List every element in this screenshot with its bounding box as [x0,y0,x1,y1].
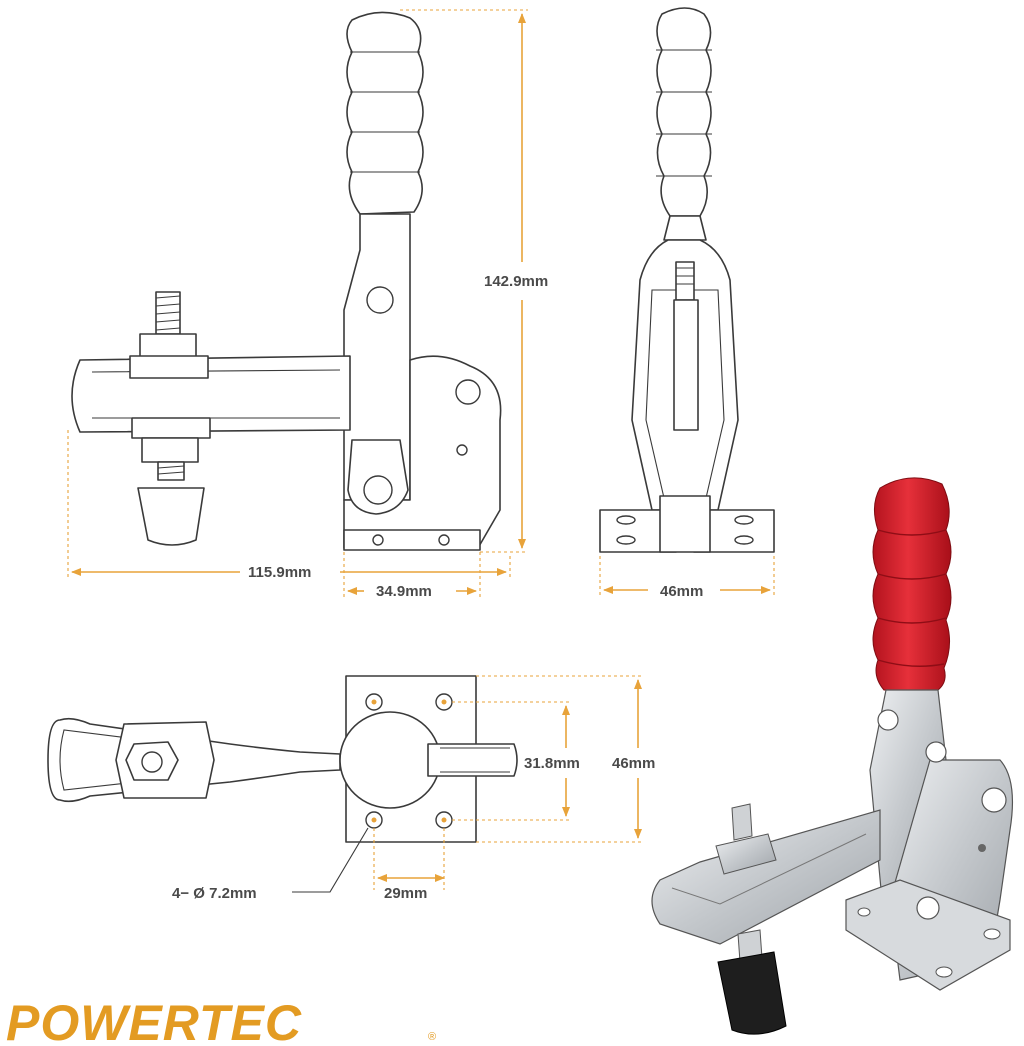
side-view-drawing [67,9,528,598]
height-label: 142.9mm [484,273,548,290]
powertec-logo: POWERTEC [6,995,302,1046]
hole-spacing-horizontal-label: 29mm [384,885,427,902]
front-view-drawing [599,7,775,598]
top-view-drawing [47,675,644,893]
red-handle-grip [872,477,952,691]
base-length-label: 34.9mm [376,583,432,600]
hole-spec-label: 4− Ø 7.2mm [172,885,257,902]
clamp-product-image [651,477,1014,1035]
top-width-label: 46mm [612,755,655,772]
overall-length-label: 115.9mm [248,564,311,581]
hole-spacing-vertical-label: 31.8mm [524,755,580,772]
front-width-label: 46mm [660,583,703,600]
registered-mark: ® [428,1031,436,1043]
